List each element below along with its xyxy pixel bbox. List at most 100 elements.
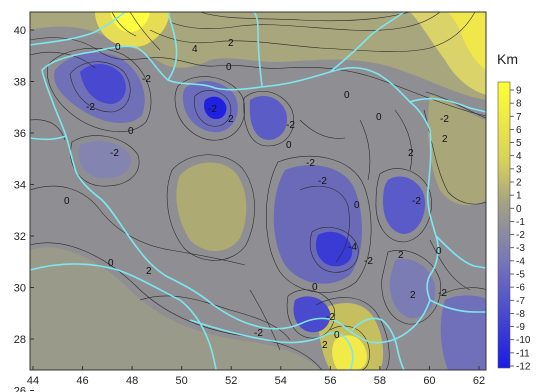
y-tick-label: 34 (14, 180, 26, 192)
contour-label: 0 (108, 258, 114, 269)
colorbar-tick-label: 1 (516, 191, 522, 202)
northern-border (30, 12, 126, 46)
x-tick-label: 56 (324, 375, 336, 387)
contour-label: -2 (86, 102, 95, 113)
colorbar-tick-label: -11 (516, 348, 530, 359)
arabia-interior (179, 299, 217, 370)
negative-core-north-central (204, 96, 227, 120)
colorbar-tick-label: 0 (516, 204, 522, 215)
colorbar-tick-label: -6 (516, 283, 525, 294)
colorbar-tick-label: -1 (516, 217, 525, 228)
positive-region-east (428, 95, 486, 206)
negative-region-north-east-central (249, 96, 288, 140)
x-tick-label: 48 (126, 375, 138, 387)
contour-label: -2 (326, 312, 335, 323)
afghan-border (409, 97, 486, 113)
contour-label: 2 (322, 340, 328, 351)
y-tick-label: 36 (14, 128, 26, 140)
colorbar-tick-label: -9 (516, 322, 525, 333)
plot-frame (29, 11, 487, 371)
iraq-border (30, 135, 67, 141)
turkmen-border (329, 12, 405, 73)
positive-region-southwest (30, 247, 320, 370)
contour-label: -2 (438, 288, 447, 299)
pakistan-border (435, 235, 486, 269)
contour-label: -2 (110, 148, 119, 159)
contour-label: 2 (228, 114, 234, 125)
x-tick-label: 60 (423, 375, 435, 387)
colorbar-tick-label: 6 (516, 125, 522, 136)
x-tick-label: 50 (176, 375, 188, 387)
negative-region-east-central (383, 176, 426, 234)
contour-label: -2 (440, 114, 449, 125)
colorbar-tick-label: 2 (516, 178, 522, 189)
contour-label: -2 (364, 256, 373, 267)
y-tick-label: 30 (14, 283, 26, 295)
x-tick-label: 58 (374, 375, 386, 387)
country-borders (30, 12, 486, 370)
contour-label: 2 (408, 148, 414, 159)
y-tick-label: 32 (14, 231, 26, 243)
colorbar-tick-label: 8 (516, 99, 522, 110)
caspian-coast (167, 12, 178, 81)
oman-coast (351, 317, 405, 370)
negative-region-west (78, 141, 131, 179)
contour-label: -4 (348, 242, 357, 253)
contour-label: 0 (64, 196, 70, 207)
x-tick-label: 46 (76, 375, 88, 387)
colorbar-tick-label: -4 (516, 256, 525, 267)
y-tick-label: 38 (14, 77, 26, 89)
contour-label: -2 (318, 176, 327, 187)
negative-region-far-southeast (440, 295, 486, 370)
x-tick-label: 62 (473, 375, 485, 387)
contour-label: -2 (306, 158, 315, 169)
colorbar-tick-label: -10 (516, 335, 531, 346)
contour-label: 0 (334, 330, 340, 341)
colorbar-tick-label: 4 (516, 151, 522, 162)
contour-label: 0 (376, 112, 382, 123)
colorbar-tick-label: 5 (516, 138, 522, 149)
gulf-coast-south (189, 319, 354, 370)
colorbar-tick-label: -12 (516, 362, 531, 373)
contour-plot: 0 -2 4 2 0 -2 -2 2 -2 0 0 0 0 -2 0 -2 -2… (30, 12, 486, 370)
colorbar-tick-label: 7 (516, 112, 522, 123)
negative-core-central-east (315, 231, 353, 267)
contour-label: -2 (286, 120, 295, 131)
contour-label: -2 (208, 104, 217, 115)
contour-label: 2 (398, 250, 404, 261)
colorbar-gradient (497, 81, 511, 369)
negative-core-northwest (80, 64, 126, 104)
contour-label: 2 (146, 266, 152, 277)
colorbar-tick-label: -3 (516, 243, 525, 254)
contour-label: 0 (226, 62, 232, 73)
colorbar-tick-label: 3 (516, 164, 522, 175)
contour-label: 0 (115, 42, 121, 53)
contour-label: -2 (142, 74, 151, 85)
y-tick-label: 40 (14, 25, 26, 37)
contour-label: 0 (128, 126, 134, 137)
contour-label: 0 (354, 200, 360, 211)
arabian-coast (30, 263, 181, 301)
colorbar-tick-label: 9 (516, 86, 522, 97)
positive-region-northeast-core (448, 12, 486, 70)
contour-label: 0 (344, 90, 350, 101)
contour-label: 0 (286, 140, 292, 151)
colorbar-tick-label: -2 (516, 230, 525, 241)
colorbar-unit: Km (497, 51, 518, 67)
contour-label: 0 (312, 282, 318, 293)
contour-label: 4 (192, 44, 198, 55)
y-tick-label: 28 (14, 334, 26, 346)
contour-label: 2 (442, 134, 448, 145)
contour-label: -2 (412, 196, 421, 207)
south-coast-east (429, 299, 486, 313)
contour-label: -2 (254, 328, 263, 339)
contour-label: 2 (228, 38, 234, 49)
colorbar-tick-label: -7 (516, 296, 525, 307)
caspian-east-coast (253, 12, 263, 87)
x-tick-label: 52 (225, 375, 237, 387)
contour-label: 2 (410, 290, 416, 301)
